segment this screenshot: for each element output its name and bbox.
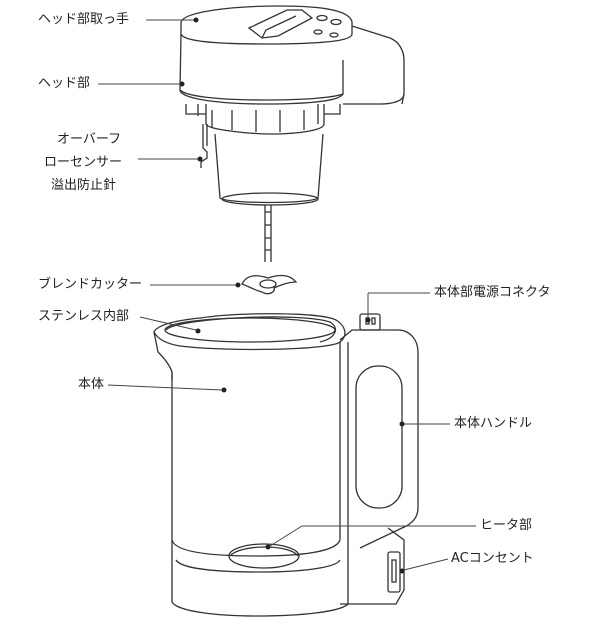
label-overflow-sensor-line1: オーバーフ [57, 132, 122, 147]
body-power-connector [359, 313, 381, 331]
label-body-power-connector: 本体部電源コネクタ [434, 285, 551, 300]
head-unit [179, 5, 405, 206]
label-overflow-sensor: オーバーフ ローセンサー 溢出防止針 [38, 128, 122, 197]
label-blend-cutter: ブレンドカッター [38, 277, 143, 292]
kettle-body [153, 313, 419, 617]
label-body: 本体 [78, 377, 105, 392]
head-handle [247, 9, 314, 39]
ac-outlet [387, 551, 401, 593]
body-handle [339, 329, 419, 549]
label-body-handle: 本体ハンドル [454, 416, 533, 431]
label-head: ヘッド部 [38, 76, 91, 91]
label-overflow-sensor-line3: 溢出防止針 [51, 178, 117, 193]
label-heater: ヒータ部 [480, 518, 533, 533]
label-ac-outlet: ACコンセント [451, 551, 534, 566]
heater-plate [228, 543, 300, 569]
overflow-sensor [200, 124, 208, 168]
label-head-handle: ヘッド部取っ手 [38, 12, 130, 27]
label-overflow-sensor-line2: ローセンサー [44, 155, 123, 170]
leader-lines [98, 17, 476, 574]
stainless-inner [164, 317, 336, 343]
blend-cutter [241, 205, 298, 295]
label-stainless-inner: ステンレス内部 [38, 309, 130, 324]
